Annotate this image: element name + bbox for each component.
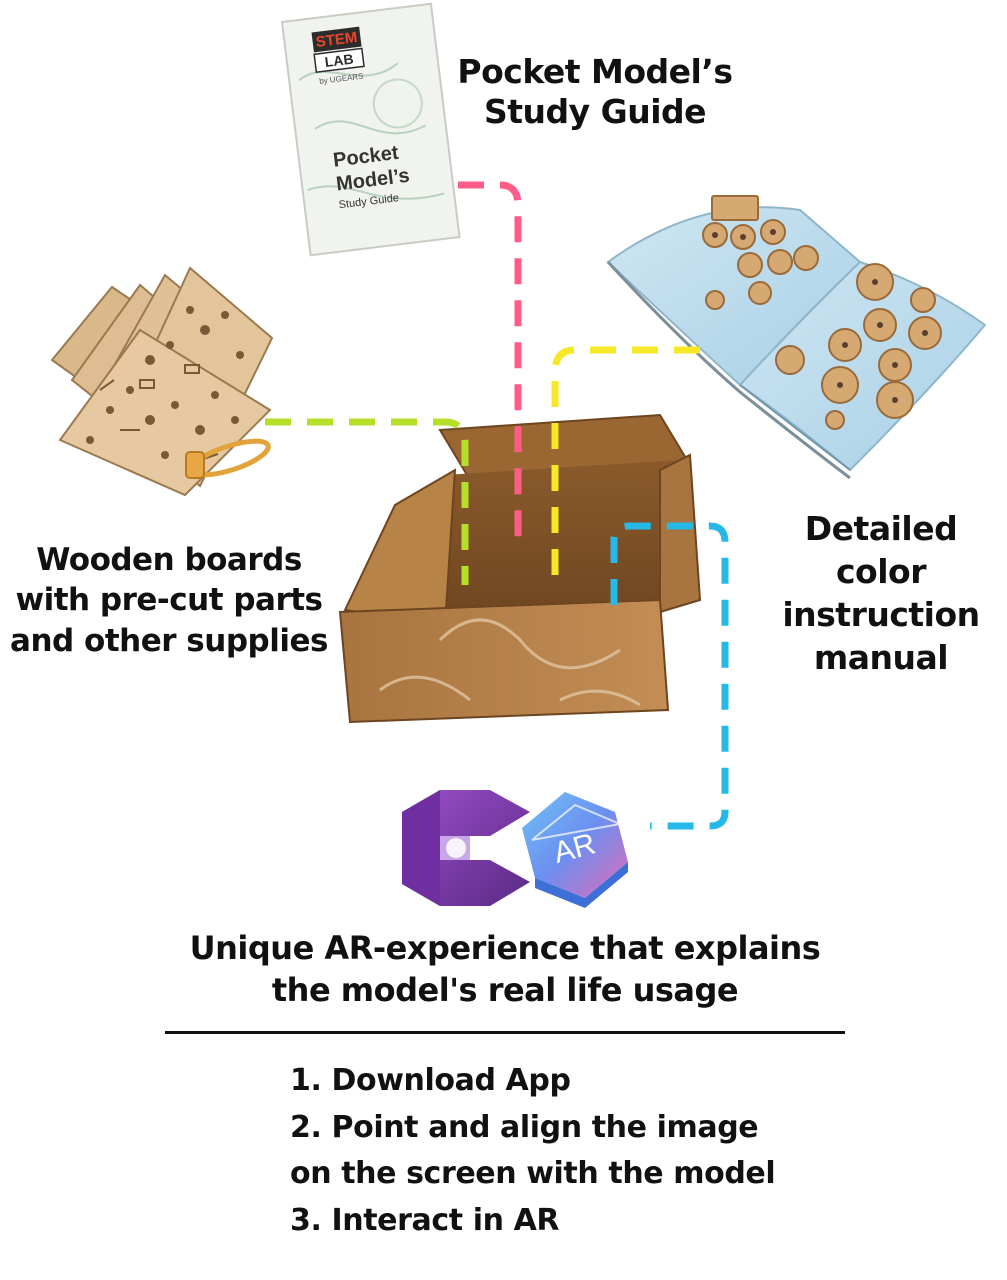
connector-study-guide bbox=[458, 181, 522, 540]
study-guide-label: Pocket Model’s Study Guide bbox=[440, 52, 750, 131]
guide-brand-top: STEM bbox=[315, 29, 358, 51]
step-item: on the screen with the model bbox=[290, 1156, 776, 1191]
manual-label-line1: Detailed bbox=[804, 509, 958, 548]
study-guide-label-line2: Study Guide bbox=[483, 91, 707, 131]
cardboard-box bbox=[338, 413, 702, 724]
arcore-icon bbox=[402, 790, 530, 906]
instruction-manual bbox=[606, 195, 987, 480]
step-item: 1. Download App bbox=[290, 1063, 571, 1098]
manual-label-line4: manual bbox=[813, 637, 949, 677]
arkit-icon: AR bbox=[522, 792, 628, 908]
manual-label-line3: instruction bbox=[782, 594, 980, 634]
connectors bbox=[265, 181, 729, 830]
wooden-boards-label: Wooden boards with pre-cut parts and oth… bbox=[10, 540, 328, 661]
step-item: 2. Point and align the image bbox=[290, 1109, 759, 1145]
divider bbox=[165, 1031, 845, 1034]
manual-label: Detailed color instruction manual bbox=[770, 508, 992, 680]
study-guide-label-line1: Pocket Model’s bbox=[457, 52, 733, 91]
study-guide-booklet: STEM LAB by UGEARS Pocket Model’s Study … bbox=[280, 2, 461, 257]
ar-experience-label: Unique AR-experience that explains the m… bbox=[140, 928, 870, 1011]
guide-brand-mid: LAB bbox=[324, 51, 355, 70]
connector-boards bbox=[265, 418, 469, 585]
ar-label-line1: Unique AR-experience that explains bbox=[189, 929, 821, 967]
connector-ar bbox=[610, 522, 729, 830]
connector-manual bbox=[551, 346, 700, 580]
manual-label-line2: color bbox=[836, 551, 927, 591]
steps-list: 1. Download App 2. Point and align the i… bbox=[290, 1058, 850, 1244]
wooden-boards bbox=[50, 266, 274, 497]
boards-label-line2: with pre-cut parts bbox=[15, 582, 323, 619]
boards-label-line3: and other supplies bbox=[10, 622, 328, 659]
step-item: 3. Interact in AR bbox=[290, 1202, 560, 1238]
ar-label-line2: the model's real life usage bbox=[271, 970, 739, 1009]
boards-label-line1: Wooden boards bbox=[36, 542, 302, 578]
